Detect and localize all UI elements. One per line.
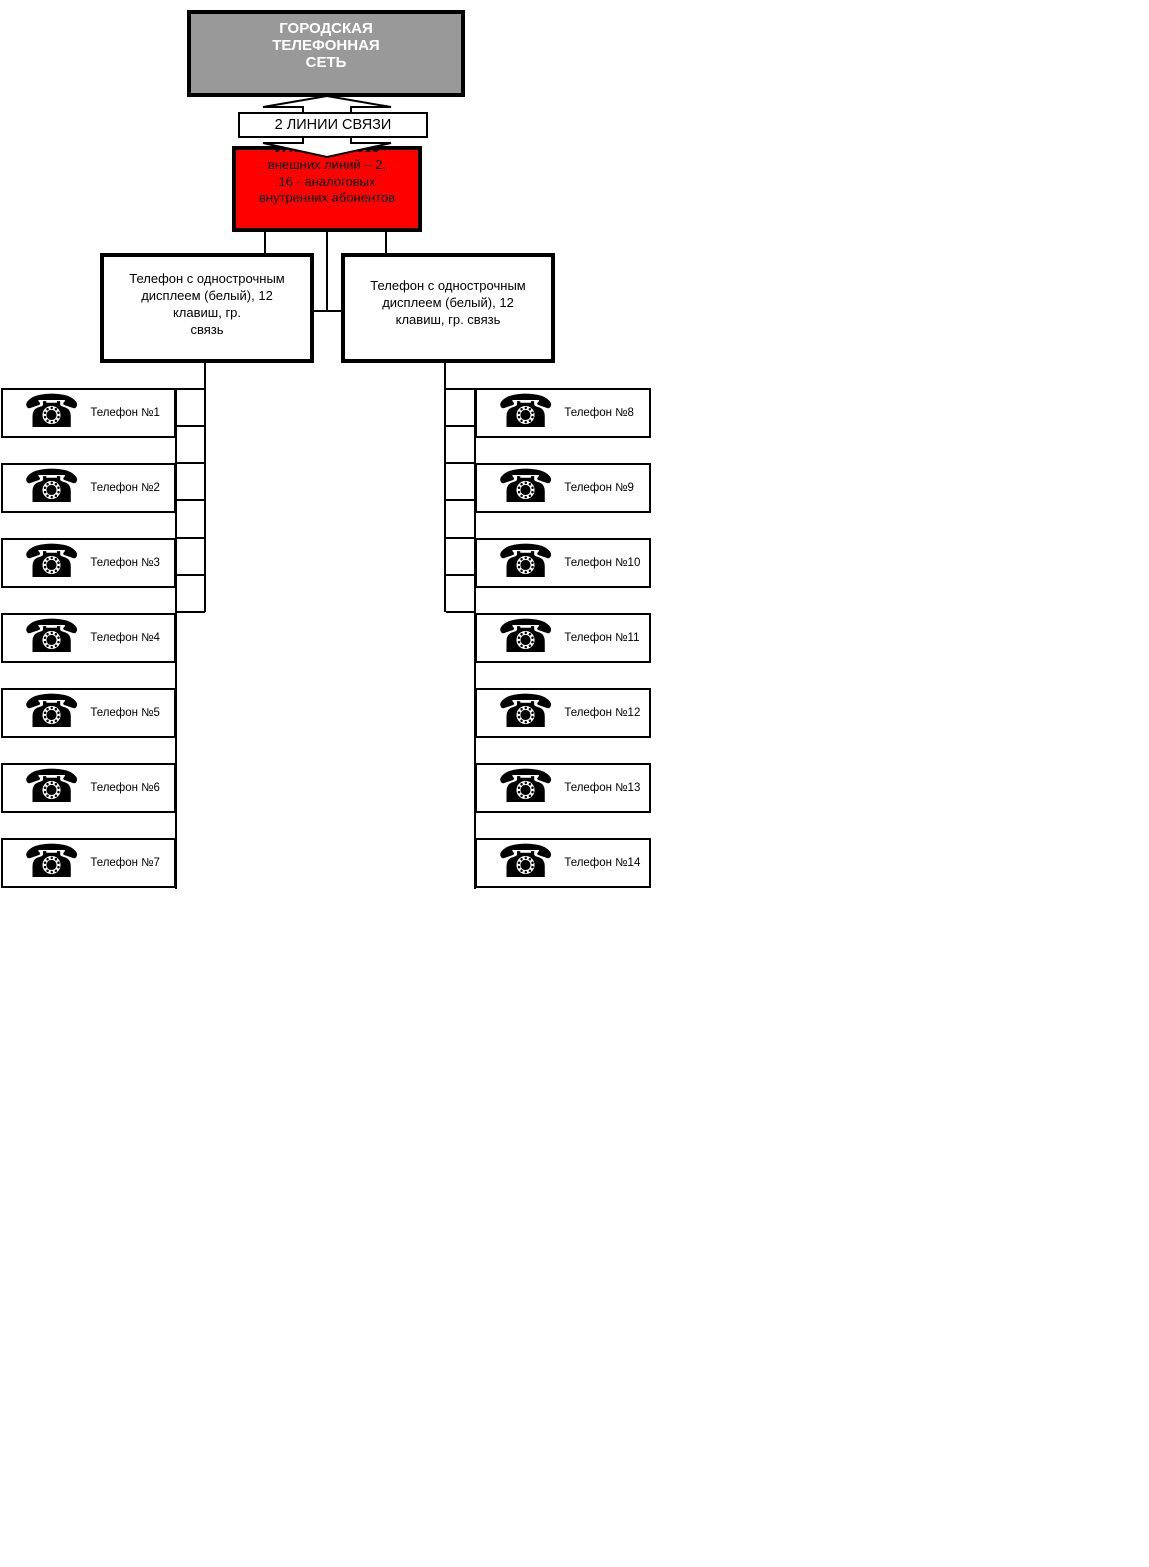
- telephone-icon: ☎: [497, 609, 555, 663]
- connector-rung: [446, 499, 475, 501]
- phone-box-6: ☎ Телефон №6: [1, 763, 176, 813]
- pbx-description: внешних линий – 2, 16 - аналоговых внутр…: [232, 157, 422, 207]
- connector-line: [314, 310, 341, 312]
- connector-rung: [176, 499, 205, 501]
- phone-box-14: ☎ Телефон №14: [475, 838, 651, 888]
- telephone-icon: ☎: [23, 384, 81, 438]
- connector-rung: [446, 388, 475, 390]
- telephone-icon: ☎: [23, 684, 81, 738]
- phone-box-10: ☎ Телефон №10: [475, 538, 651, 588]
- phone-box-2: ☎ Телефон №2: [1, 463, 176, 513]
- phone-label: Телефон №7: [90, 857, 160, 869]
- phone-label: Телефон №12: [564, 707, 641, 719]
- pbx-description-line: внутренних абонентов: [258, 190, 396, 205]
- phone-box-3: ☎ Телефон №3: [1, 538, 176, 588]
- connector-rung: [446, 462, 475, 464]
- connector-rung: [176, 388, 205, 390]
- display-phone-line: клавиш, гр.: [172, 305, 242, 320]
- phone-label: Телефон №2: [90, 482, 160, 494]
- connector-rung: [446, 574, 475, 576]
- telephone-icon: ☎: [497, 534, 555, 588]
- connector-rung: [446, 537, 475, 539]
- phone-box-7: ☎ Телефон №7: [1, 838, 176, 888]
- connector-line: [326, 230, 328, 312]
- phone-box-1: ☎ Телефон №1: [1, 388, 176, 438]
- display-phone-line: связь: [190, 322, 224, 337]
- phone-box-13: ☎ Телефон №13: [475, 763, 651, 813]
- connector-line: [385, 230, 387, 253]
- phone-box-5: ☎ Телефон №5: [1, 688, 176, 738]
- phone-label: Телефон №13: [564, 782, 641, 794]
- display-phone-line: дисплеем (белый), 12: [382, 295, 514, 310]
- phone-label: Телефон №10: [564, 557, 641, 569]
- telephone-icon: ☎: [497, 834, 555, 888]
- connector-rung: [176, 425, 205, 427]
- pbx-description-line: внешних линий – 2,: [267, 157, 387, 172]
- connector-rung: [176, 462, 205, 464]
- connector-rung: [446, 611, 475, 613]
- connector-trunk-right: [444, 361, 446, 612]
- link-label-box: 2 ЛИНИИ СВЯЗИ: [238, 112, 428, 138]
- phone-box-9: ☎ Телефон №9: [475, 463, 651, 513]
- connector-rung: [176, 611, 205, 613]
- connector-rung: [176, 537, 205, 539]
- connector-rung: [446, 425, 475, 427]
- city-network-line: ГОРОДСКАЯ: [279, 20, 373, 37]
- pbx-description-line: 16 - аналоговых: [278, 173, 376, 189]
- connector-rung: [176, 574, 205, 576]
- phone-label: Телефон №6: [90, 782, 160, 794]
- telephone-icon: ☎: [497, 684, 555, 738]
- display-phone-line: Телефон с однострочным: [129, 271, 285, 286]
- phone-box-12: ☎ Телефон №12: [475, 688, 651, 738]
- telephone-icon: ☎: [497, 759, 555, 813]
- phone-label: Телефон №5: [90, 707, 160, 719]
- display-phone-line: дисплеем (белый), 12: [141, 288, 273, 303]
- city-network-line: ТЕЛЕФОННАЯ: [272, 37, 380, 54]
- phone-label: Телефон №9: [564, 482, 634, 494]
- display-phone-box-right: Телефон с однострочным дисплеем (белый),…: [341, 253, 555, 363]
- telephone-icon: ☎: [23, 759, 81, 813]
- telephone-icon: ☎: [23, 534, 81, 588]
- display-phone-line: Телефон с однострочным: [370, 278, 526, 293]
- city-network-box: ГОРОДСКАЯ ТЕЛЕФОННАЯ СЕТЬ: [187, 10, 465, 97]
- phone-box-4: ☎ Телефон №4: [1, 613, 176, 663]
- connector-line: [264, 230, 266, 253]
- phone-label: Телефон №3: [90, 557, 160, 569]
- connector-trunk-left: [204, 361, 206, 612]
- connector-bus-left: [175, 388, 177, 889]
- phone-label: Телефон №8: [564, 407, 634, 419]
- pbx-box-fill: [232, 146, 422, 232]
- telephone-icon: ☎: [23, 834, 81, 888]
- display-phone-box-left: Телефон с однострочным дисплеем (белый),…: [100, 253, 314, 363]
- phone-box-8: ☎ Телефон №8: [475, 388, 651, 438]
- telephone-icon: ☎: [23, 609, 81, 663]
- telephone-icon: ☎: [497, 384, 555, 438]
- phone-label: Телефон №11: [564, 632, 640, 644]
- city-network-line: СЕТЬ: [305, 54, 347, 71]
- phone-label: Телефон №14: [564, 857, 641, 869]
- phone-label: Телефон №4: [90, 632, 160, 644]
- telephone-icon: ☎: [23, 459, 81, 513]
- phone-box-11: ☎ Телефон №11: [475, 613, 651, 663]
- display-phone-line: клавиш, гр. связь: [395, 312, 501, 327]
- telephone-icon: ☎: [497, 459, 555, 513]
- phone-label: Телефон №1: [90, 407, 160, 419]
